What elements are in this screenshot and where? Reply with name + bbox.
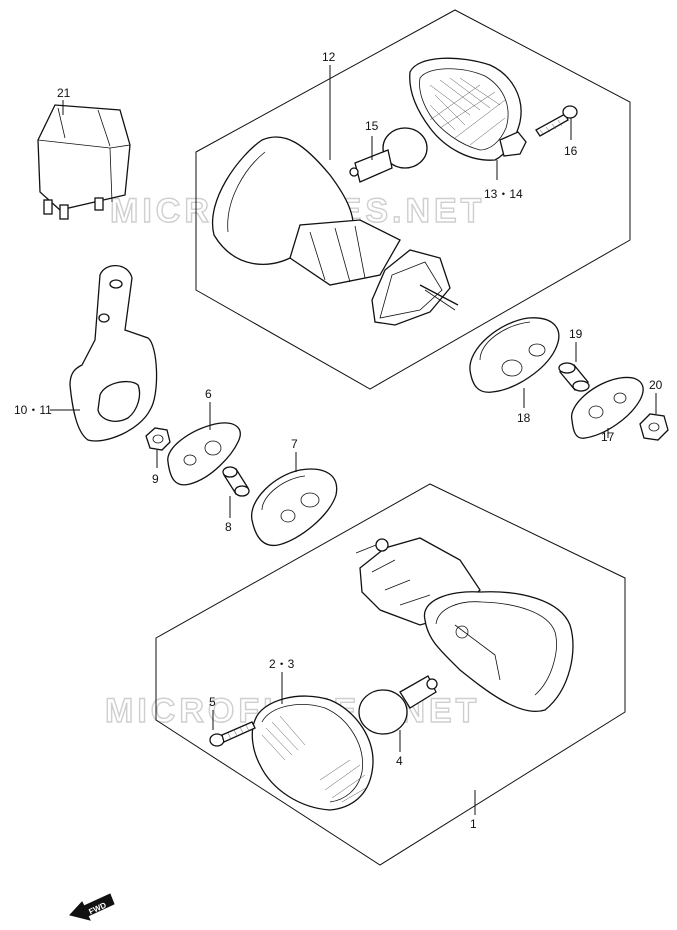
label-6: 6 [205,387,212,401]
upper-lens [409,57,527,161]
label-10-11: 10・11 [14,403,52,417]
label-17: 17 [601,430,615,444]
label-12: 12 [322,50,336,64]
screw-16 [535,105,578,137]
upper-assembly-frame [195,9,631,390]
bracket-10-11 [69,264,158,442]
label-13-14: 13・14 [484,187,523,201]
bulb-15 [349,127,428,183]
relay-21 [37,104,131,220]
label-1: 1 [470,817,477,831]
lower-lens [251,695,374,811]
gasket-7 [251,468,338,547]
spacer-8 [222,466,250,497]
label-2-3: 2・3 [269,657,295,671]
leader-lines [50,65,657,815]
plate-6 [167,422,241,486]
label-8: 8 [225,520,232,534]
label-16: 16 [564,144,578,158]
spacer-19 [558,362,590,392]
label-20: 20 [649,378,663,392]
label-4: 4 [396,754,403,768]
plate-17 [571,376,644,439]
label-19: 19 [569,327,583,341]
nut-20 [639,413,669,441]
nut-9 [145,427,171,451]
upper-lamp-housing [211,136,459,326]
label-9: 9 [152,472,159,486]
lower-assembly-frame [155,483,626,866]
label-21: 21 [57,86,71,100]
label-18: 18 [517,411,531,425]
label-15: 15 [365,119,379,133]
gasket-18 [469,317,560,393]
label-7: 7 [291,437,298,451]
bulb-4 [358,675,438,735]
label-5: 5 [209,695,216,709]
screw-5 [209,721,256,747]
lower-lamp-body [355,537,574,712]
fwd-arrow: FWD [69,893,115,921]
